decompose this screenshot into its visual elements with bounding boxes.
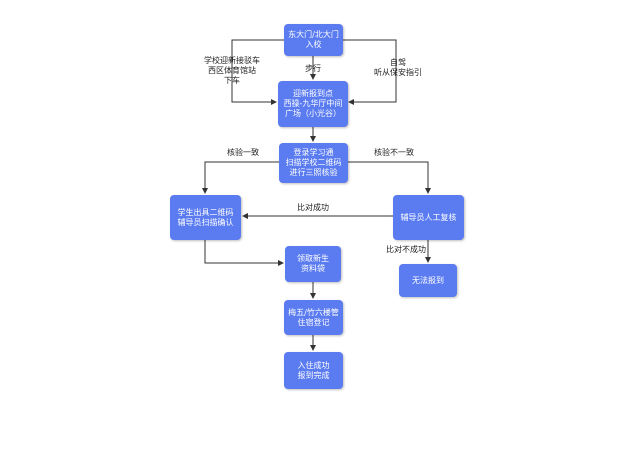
node-dorm-registration: 梅五/竹六楼管 住宿登记 — [284, 300, 343, 335]
label-walk: 步行 — [305, 64, 321, 73]
arrow-drive — [343, 39, 397, 105]
label-self-drive: 自驾 听从保安指引 — [374, 58, 422, 77]
label-compare-fail: 比对不成功 — [386, 245, 426, 254]
node-registration-done: 入住成功 报到完成 — [284, 352, 343, 389]
arrow-verify-bad — [348, 161, 431, 194]
arrow-to-kit — [204, 240, 284, 266]
node-cannot-register: 无法报到 — [399, 264, 457, 297]
label-shuttle-bus: 学校迎新接驳车 西区体育馆站 下车 — [204, 56, 260, 85]
node-gate-entry: 东大门/北大门 入校 — [284, 24, 343, 56]
node-checkin-point: 迎新报到点 西操-九华厅中间 广场（小光谷） — [278, 81, 348, 127]
node-login-verify: 登录学习通 扫描学校二维码 进行三照核验 — [279, 143, 348, 183]
label-compare-success: 比对成功 — [297, 203, 329, 212]
label-verify-mismatch: 核验不一致 — [374, 148, 414, 157]
label-verify-match: 核验一致 — [227, 148, 259, 157]
node-student-qr: 学生出具二维码 辅导员扫描确认 — [170, 195, 241, 240]
node-collect-kit: 领取新生 资料袋 — [285, 246, 341, 282]
arrow-bus-route — [231, 39, 284, 105]
node-manual-review: 辅导员人工复核 — [393, 195, 464, 240]
arrow-verify-ok — [202, 161, 279, 194]
